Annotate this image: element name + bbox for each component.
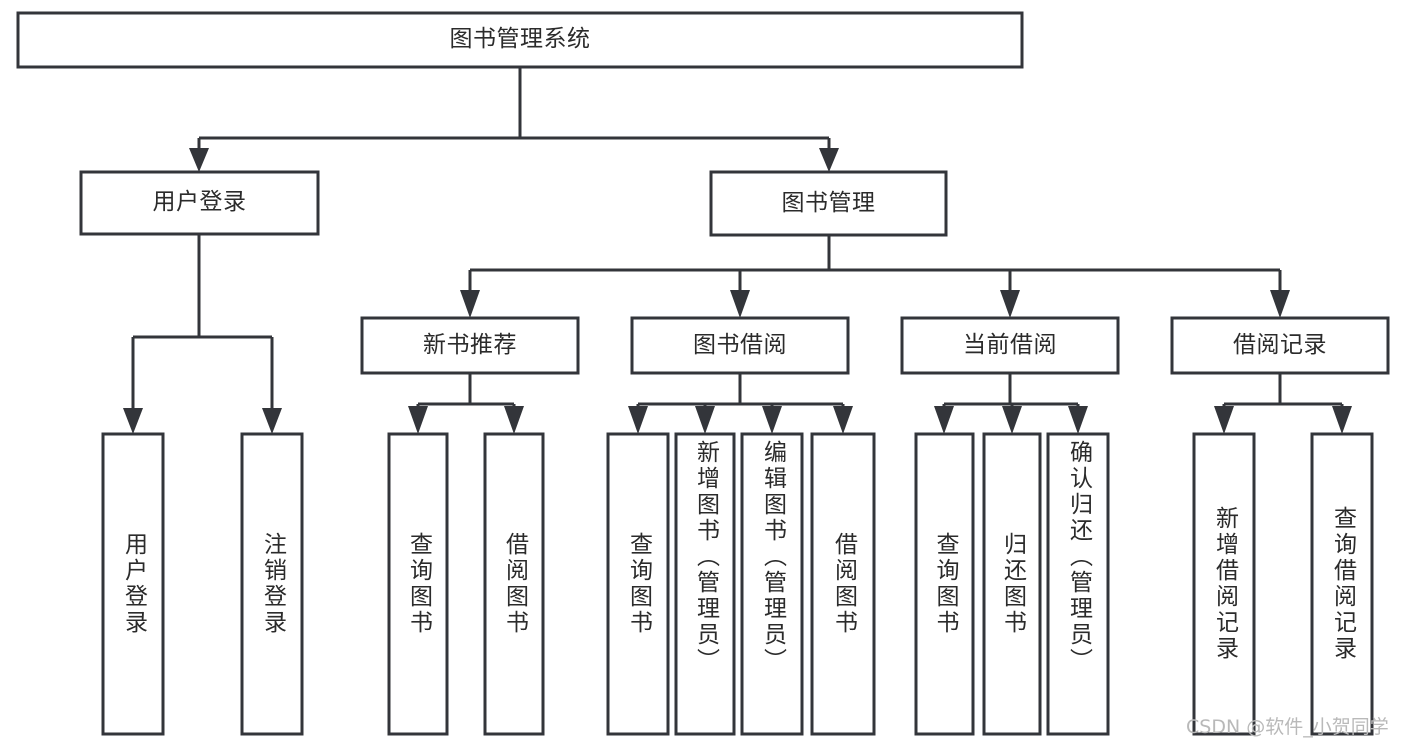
node-box-user-login[interactable] [79, 170, 320, 236]
arrow-head-bb-borrow-book [833, 406, 853, 434]
connector-group-new-book-recommend [408, 373, 524, 434]
watermark-text: CSDN @软件_小贺同学 [1186, 716, 1389, 738]
node-box-nb-query-book[interactable] [387, 432, 449, 736]
arrow-head-user-login [189, 148, 209, 172]
node-box-book-borrow[interactable] [630, 316, 850, 375]
connector-group-root [189, 67, 839, 172]
arrow-head-nb-query-book [408, 406, 428, 434]
arrow-head-borrow-record [1270, 290, 1290, 318]
node-box-bb-add-book[interactable] [674, 432, 736, 736]
node-box-current-borrow[interactable] [900, 316, 1120, 375]
node-box-book-management[interactable] [709, 170, 948, 237]
connector-group-book-management [460, 235, 1290, 318]
arrow-head-cb-confirm-return [1068, 406, 1088, 434]
node-box-root[interactable] [16, 11, 1024, 69]
connector-group-current-borrow [934, 373, 1088, 434]
arrow-head-logout-leaf [262, 408, 282, 434]
arrow-head-cb-query-book [934, 406, 954, 434]
arrow-head-book-borrow [730, 290, 750, 318]
node-box-br-query-record[interactable] [1310, 432, 1374, 736]
arrow-head-new-book-recommend [460, 290, 480, 318]
arrow-head-cb-return-book [1002, 406, 1022, 434]
node-box-bb-query-book[interactable] [606, 432, 670, 736]
node-box-cb-return-book[interactable] [982, 432, 1042, 736]
node-box-logout-leaf[interactable] [240, 432, 304, 736]
arrow-head-nb-borrow-book [504, 406, 524, 434]
node-box-user-login-leaf[interactable] [101, 432, 165, 736]
node-box-borrow-record[interactable] [1170, 316, 1390, 375]
arrow-head-bb-add-book [695, 406, 715, 434]
arrow-head-current-borrow [1000, 290, 1020, 318]
node-box-cb-query-book[interactable] [914, 432, 975, 736]
node-box-br-add-record[interactable] [1192, 432, 1256, 736]
arrow-head-bb-query-book [628, 406, 648, 434]
arrow-head-br-query-record [1332, 406, 1352, 434]
arrow-head-book-management [819, 148, 839, 172]
node-box-bb-borrow-book[interactable] [810, 432, 876, 736]
connector-group-book-borrow [628, 373, 853, 434]
arrow-head-user-login-leaf [123, 408, 143, 434]
arrow-head-br-add-record [1214, 406, 1234, 434]
node-box-bb-edit-book[interactable] [740, 432, 804, 736]
connector-group-borrow-record [1214, 373, 1352, 434]
node-box-cb-confirm-return[interactable] [1046, 432, 1110, 736]
connector-group-user-login [123, 234, 282, 434]
node-box-new-book-recommend[interactable] [360, 316, 580, 375]
arrow-head-bb-edit-book [762, 406, 782, 434]
node-box-nb-borrow-book[interactable] [483, 432, 545, 736]
